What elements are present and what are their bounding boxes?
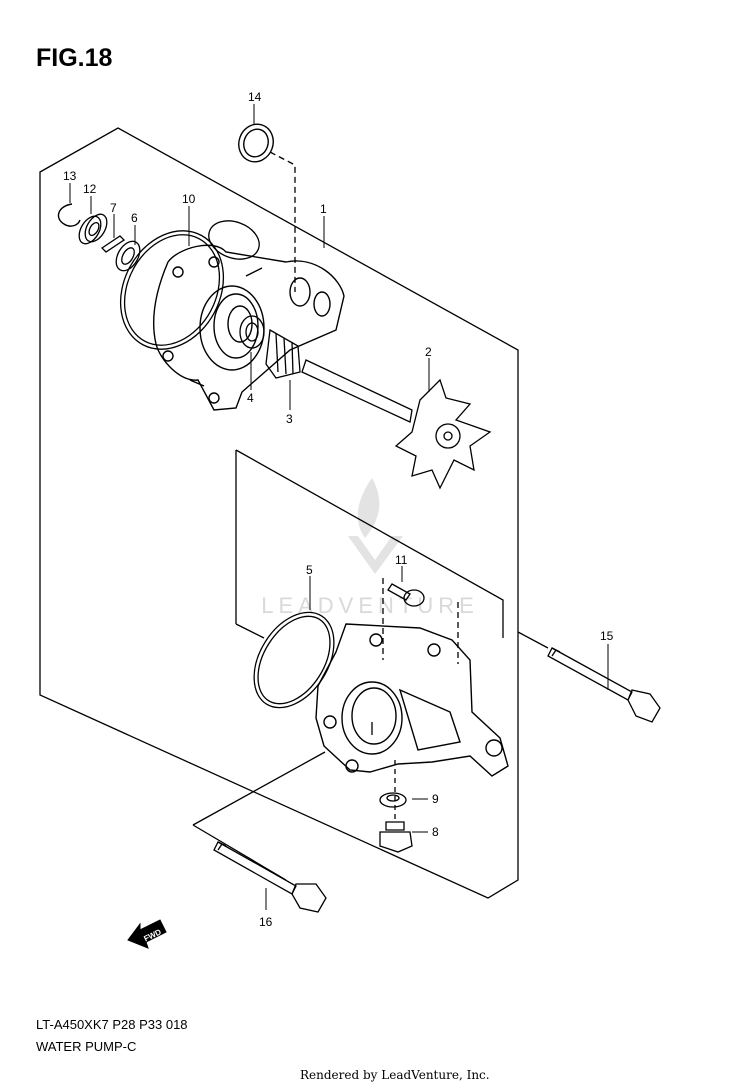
part-4-seal — [239, 315, 265, 349]
label-part-16: 16 — [259, 915, 273, 929]
dashed-14 — [269, 151, 296, 292]
label-part-10: 10 — [182, 192, 196, 206]
label-part-12: 12 — [83, 182, 97, 196]
watermark-text: LEADVENTURE — [261, 593, 479, 618]
pump-body-housing — [315, 623, 509, 777]
lower-frame-box — [235, 449, 504, 639]
part-9-washer — [379, 792, 407, 808]
part-12-seal — [78, 213, 108, 245]
part-14-o-ring — [238, 123, 274, 163]
figure-title: FIG.18 — [36, 44, 113, 72]
label-part-1: 1 — [320, 202, 327, 216]
part-15-bolt — [547, 647, 661, 723]
label-part-2: 2 — [425, 345, 432, 359]
label-part-13: 13 — [63, 169, 77, 183]
render-credit: Rendered by LeadVenture, Inc. — [300, 1068, 490, 1082]
label-part-15: 15 — [600, 629, 614, 643]
label-part-3: 3 — [286, 412, 293, 426]
part-3-mechanical-seal — [265, 328, 301, 379]
fwd-direction-badge: FWD — [127, 919, 167, 949]
model-code: LT-A450XK7 P28 P33 018 — [36, 1017, 188, 1032]
section-name: WATER PUMP-C — [36, 1039, 137, 1054]
leader-lines — [69, 104, 609, 910]
watermark-logo — [348, 478, 403, 574]
part-2-shaft-impeller — [301, 359, 492, 490]
label-part-11: 11 — [395, 553, 408, 567]
label-part-14: 14 — [248, 90, 262, 104]
lower-leader-lines — [192, 631, 549, 881]
label-part-9: 9 — [432, 792, 439, 806]
part-1-pump-cover — [152, 244, 345, 411]
part-8-drain-bolt — [379, 821, 413, 853]
part-11-bolt — [387, 583, 425, 607]
label-part-6: 6 — [131, 211, 138, 225]
frame-outline — [39, 127, 519, 899]
fwd-arrow-icon — [127, 919, 167, 949]
assembly-frame — [39, 127, 549, 899]
dashed-11 — [382, 578, 459, 664]
label-part-5: 5 — [306, 563, 313, 577]
label-part-8: 8 — [432, 825, 439, 839]
part-16-bolt — [213, 841, 327, 913]
part-10-o-ring — [119, 220, 260, 350]
part-number-labels: 14 13 12 7 6 10 1 2 4 3 11 5 15 9 8 16 — [63, 90, 614, 929]
part-7-pin — [100, 235, 126, 253]
part-6-washer — [115, 240, 141, 272]
label-part-7: 7 — [110, 201, 117, 215]
watermark: LEADVENTURE — [261, 478, 479, 618]
label-part-4: 4 — [247, 391, 254, 405]
part-13-circlip — [57, 203, 81, 227]
